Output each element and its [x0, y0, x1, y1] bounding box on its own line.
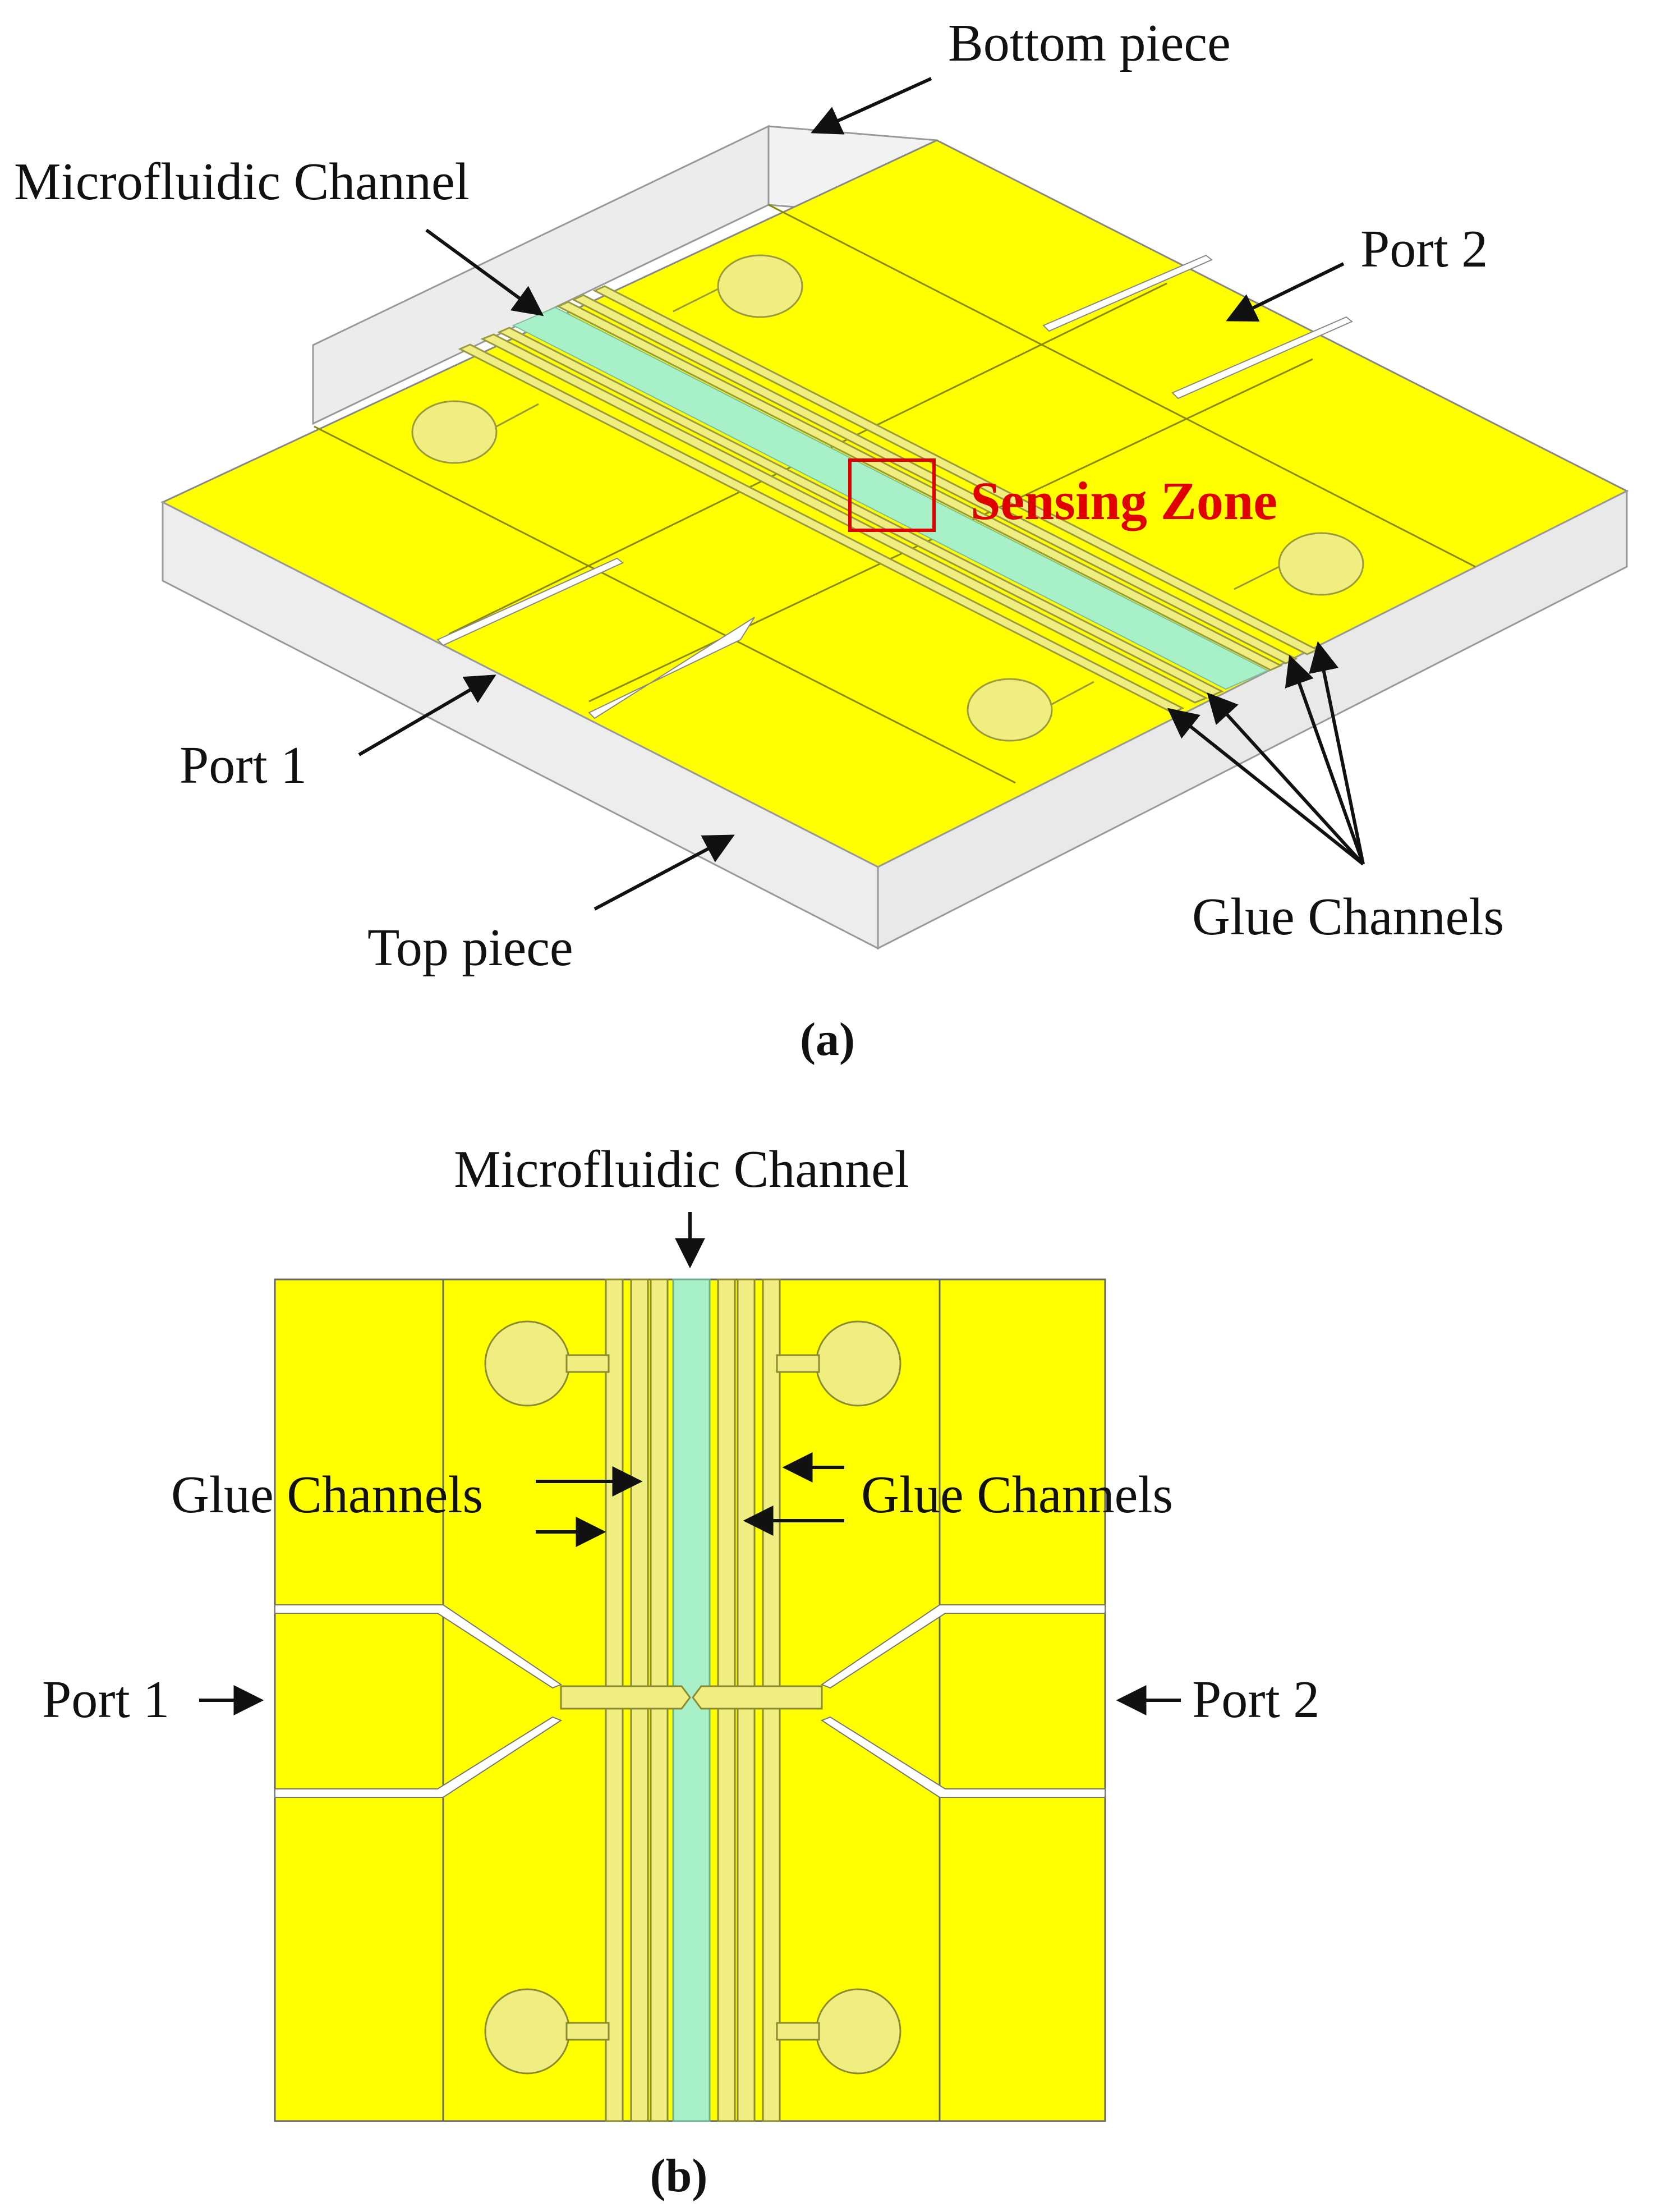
contact-pads-b [484, 1320, 901, 2075]
port1-label-a: Port 1 [180, 736, 307, 795]
panel-b: Microfluidic Channel Glue Channels Glue … [42, 1140, 1319, 2202]
port1-label-b: Port 1 [42, 1671, 169, 1729]
contact-pads-3d [411, 254, 1364, 742]
port-slots [436, 254, 1353, 719]
caption-b: (b) [650, 2150, 708, 2202]
bottom-piece-label: Bottom piece [948, 14, 1231, 72]
microfluidic-channel-label-b: Microfluidic Channel [454, 1140, 909, 1199]
panel-a: Bottom piece Microfluidic Channel Port 2… [14, 14, 1629, 1066]
port2-label-b: Port 2 [1192, 1671, 1319, 1729]
piece-borders [442, 1279, 941, 2121]
glue-channels-label-a: Glue Channels [1192, 888, 1504, 946]
microfluidic-channel-label-a: Microfluidic Channel [14, 153, 470, 211]
port-slots-b [274, 1604, 1106, 1798]
glue-channels-label-b-left: Glue Channels [171, 1466, 483, 1524]
sensing-zone-box [848, 458, 936, 532]
caption-a: (a) [800, 1013, 855, 1066]
feed-lines-b [560, 1685, 823, 1710]
glue-channels-label-b-right: Glue Channels [861, 1466, 1173, 1524]
glue-channels-arrows-a [1167, 641, 1365, 866]
top-piece-label: Top piece [367, 919, 573, 977]
top-piece-front-face [162, 501, 879, 950]
port2-label-a: Port 2 [1360, 220, 1488, 278]
sensing-zone-label: Sensing Zone [970, 471, 1277, 531]
